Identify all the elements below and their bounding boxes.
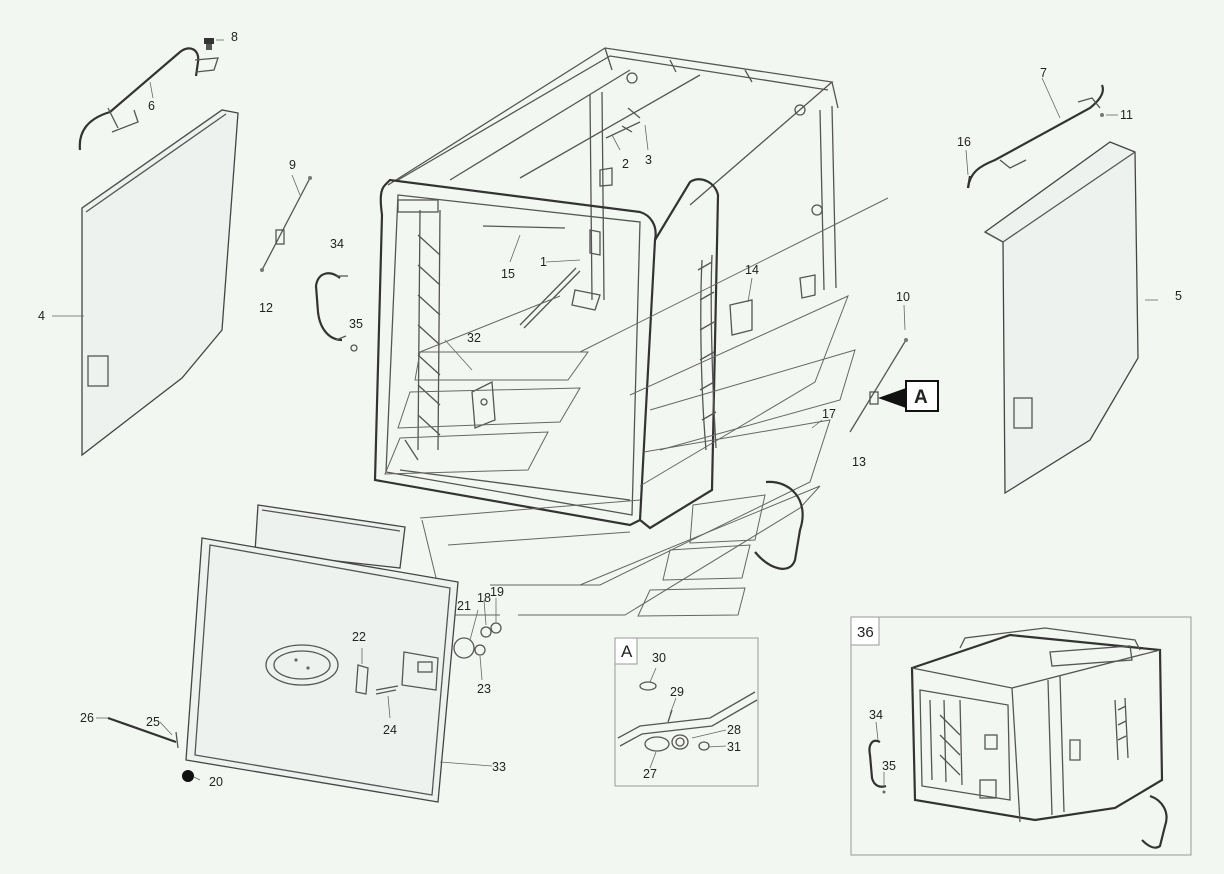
callout-32: 32 [467,331,481,345]
callout-16: 16 [957,135,971,149]
callout-34: 34 [330,237,344,251]
callout-23: 23 [477,682,491,696]
callout-9: 9 [289,158,296,172]
callout-17: 17 [822,407,836,421]
detail-view-a: A 27 28 29 30 31 [614,637,759,787]
callout-24: 24 [383,723,397,737]
callout-25: 25 [146,715,160,729]
callout-10: 10 [896,290,910,304]
callout-29: 29 [670,685,684,699]
inset-assembled-cab: 36 34 35 [850,616,1192,856]
callout-22: 22 [352,630,366,644]
handle-7 [966,84,1104,189]
callout-30: 30 [652,651,666,665]
callout-5: 5 [1175,289,1182,303]
callout-18: 18 [477,591,491,605]
handle-6 [78,47,219,151]
callout-27: 27 [643,767,657,781]
callout-21: 21 [457,599,471,613]
callout-3: 3 [645,153,652,167]
callout-leaders [52,39,1158,781]
callout-labels: 1 2 3 4 5 6 7 8 9 10 11 12 13 14 15 16 1… [38,30,1182,789]
callout-35-inset: 35 [882,759,896,773]
callout-8: 8 [231,30,238,44]
callout-12: 12 [259,301,273,315]
left-side-panel [81,109,239,457]
callout-31: 31 [727,740,741,754]
callout-1: 1 [540,255,547,269]
callout-11: 11 [1120,108,1133,122]
callout-6: 6 [148,99,155,113]
detail-marker-a: A [878,380,939,412]
small-hardware [260,107,972,433]
callout-7: 7 [1040,66,1047,80]
callout-4: 4 [38,309,45,323]
inset-number: 36 [857,624,874,641]
glass-panel-outlines [384,197,889,617]
callout-14: 14 [745,263,759,277]
callout-34-inset: 34 [869,708,883,722]
callout-19: 19 [490,585,504,599]
detail-marker-label: A [914,387,928,408]
callout-26: 26 [80,711,94,725]
detail-view-title: A [621,642,633,661]
callout-28: 28 [727,723,741,737]
right-side-panel [983,141,1139,495]
callout-15: 15 [501,267,515,281]
cab-frame [373,47,839,530]
callout-2: 2 [622,157,629,171]
bolt-8 [204,38,214,50]
callout-35: 35 [349,317,363,331]
callout-13: 13 [852,455,866,469]
callout-20: 20 [209,775,223,789]
callout-33: 33 [492,760,506,774]
door-assembly [107,504,502,803]
